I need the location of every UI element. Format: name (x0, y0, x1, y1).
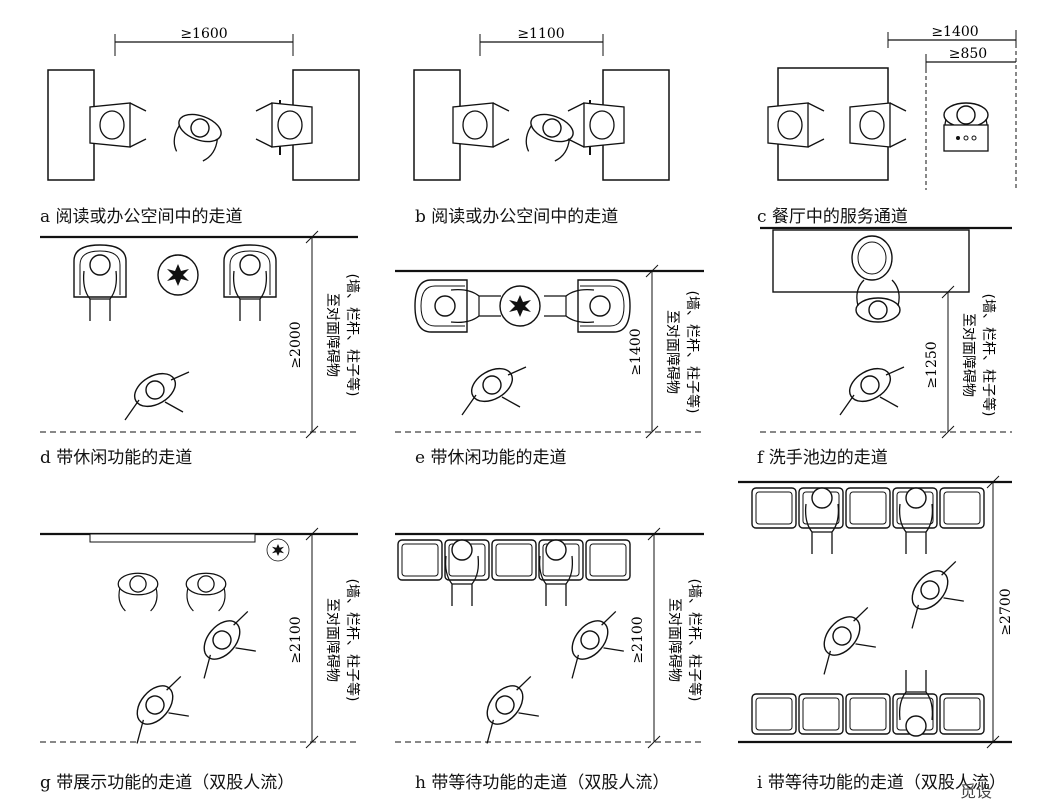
dim-label-g: ≥2100 (288, 616, 304, 663)
obstacle-note-2: (墙、栏杆、柱子等) (980, 294, 997, 417)
walking-person (124, 366, 190, 421)
seat-bottom-3 (845, 693, 891, 735)
caption-d: d 带休闲功能的走道 (40, 448, 193, 468)
desk-left (413, 69, 461, 181)
small-plant (266, 538, 290, 562)
obstacle-note-1: 至对面障碍物 (324, 293, 340, 377)
seat-top-1 (751, 487, 797, 529)
display-board (89, 533, 256, 543)
seated-person-left (89, 102, 147, 148)
dim-label-f: ≥1250 (924, 341, 940, 388)
obstacle-note-1: 至对面障碍物 (664, 310, 680, 394)
caption-f: f 洗手池边的走道 (757, 448, 888, 468)
walking-person-1 (893, 555, 973, 630)
panel-c: ≥1400 ≥850 (767, 24, 1017, 190)
plant-pot (499, 285, 541, 327)
seated-person-right (567, 102, 625, 148)
walking-person-2 (805, 601, 885, 676)
walking-person-2 (468, 670, 548, 745)
panel-b: ≥1100 (413, 26, 670, 181)
caption-h: h 带等待功能的走道（双股人流） (415, 773, 670, 793)
walking-person-1 (185, 605, 265, 680)
panel-h: ≥2100 至对面障碍物 (墙、栏杆、柱子等) (395, 527, 704, 749)
seat-bottom-1 (751, 693, 797, 735)
dim-label-c-outer: ≥1400 (931, 24, 978, 40)
obstacle-note-1: 至对面障碍物 (960, 313, 976, 397)
dim-label-b: ≥1100 (517, 26, 564, 42)
panel-f: ≥1250 至对面障碍物 (墙、栏杆、柱子等) (760, 226, 1012, 439)
walking-person-2 (118, 670, 198, 745)
panel-a: ≥1600 (47, 26, 360, 181)
panel-g: ≥2100 至对面障碍物 (墙、栏杆、柱子等) (40, 527, 361, 749)
caption-e: e 带休闲功能的走道 (415, 448, 567, 468)
caption-i: i 带等待功能的走道（双股人流） (757, 773, 1006, 793)
seat-top-3 (845, 487, 891, 529)
caption-g: g 带展示功能的走道（双股人流） (40, 773, 295, 793)
seated-person-left (452, 102, 510, 148)
viewing-person-2 (185, 572, 227, 612)
caption-c: c 餐厅中的服务通道 (757, 207, 908, 227)
dim-label-h: ≥2100 (630, 616, 646, 663)
obstacle-note-2: (墙、栏杆、柱子等) (344, 579, 361, 702)
panel-d: ≥2000 至对面障碍物 (墙、栏杆、柱子等) (40, 230, 361, 439)
plant-pot (157, 254, 199, 296)
obstacle-note-1: 至对面障碍物 (666, 598, 682, 682)
desk-left (47, 69, 95, 181)
seat-bottom-5 (939, 693, 985, 735)
seat-top-5 (939, 487, 985, 529)
diner-right (849, 102, 907, 148)
caption-b: b 阅读或办公空间中的走道 (415, 207, 619, 227)
walking-person (839, 361, 905, 416)
dim-label-c-inner: ≥850 (949, 46, 987, 62)
walking-person (168, 108, 226, 165)
dim-label-i: ≥2700 (998, 588, 1014, 635)
dim-label-e: ≥1400 (628, 328, 644, 375)
seated-person-right (255, 102, 313, 148)
caption-a: a 阅读或办公空间中的走道 (40, 207, 243, 227)
dim-label-d: ≥2000 (288, 321, 304, 368)
seat-3 (491, 539, 537, 581)
dim-label-a: ≥1600 (180, 26, 227, 42)
obstacle-note-1: 至对面障碍物 (324, 598, 340, 682)
obstacle-note-2: (墙、栏杆、柱子等) (686, 579, 703, 702)
watermark: 觅设 (960, 782, 993, 801)
obstacle-note-2: (墙、栏杆、柱子等) (344, 274, 361, 397)
walking-person (520, 108, 578, 165)
walking-person-1 (553, 605, 633, 680)
panel-i: ≥2700 (738, 475, 1014, 749)
seat-5 (585, 539, 631, 581)
walking-person (461, 361, 527, 416)
seat-bottom-2 (798, 693, 844, 735)
viewing-person-1 (117, 572, 159, 612)
obstacle-note-2: (墙、栏杆、柱子等) (684, 291, 701, 414)
seat-1 (397, 539, 443, 581)
panel-e: ≥1400 至对面障碍物 (墙、栏杆、柱子等) (395, 264, 704, 439)
